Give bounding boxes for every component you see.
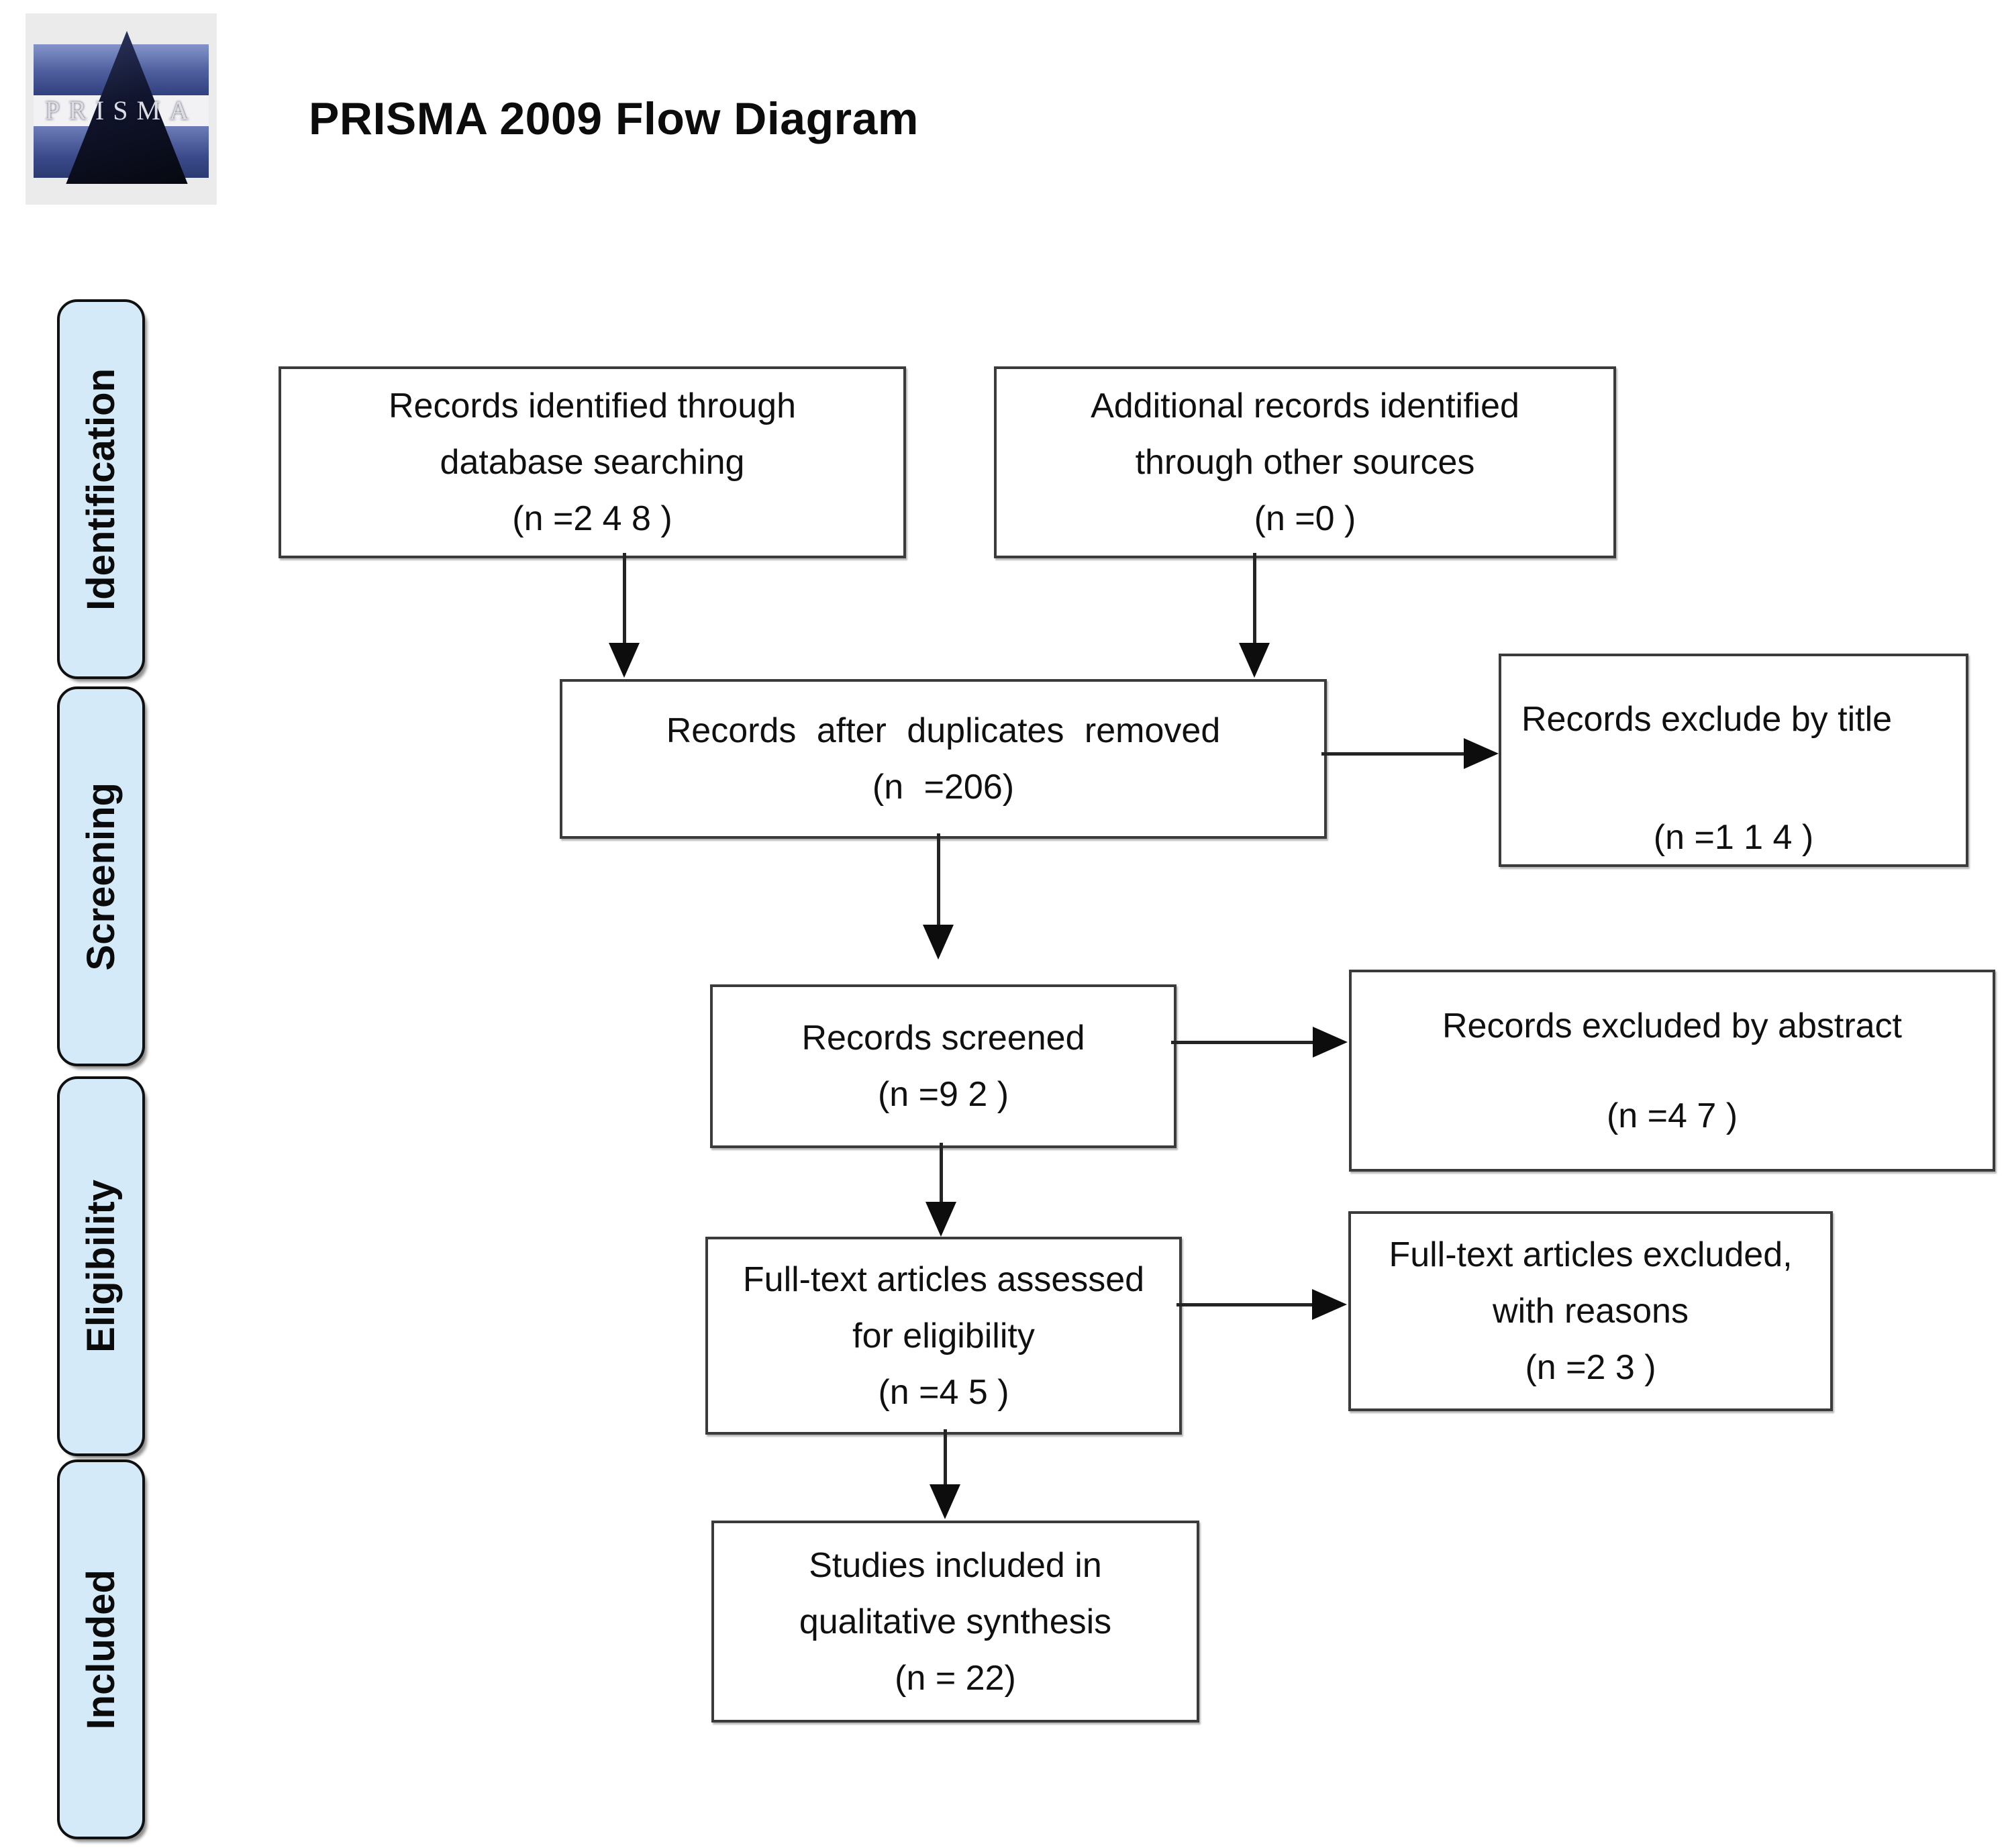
arrow-fulltext-to-studies-line xyxy=(944,1429,947,1486)
stage-eligibility: Eligibility xyxy=(57,1076,145,1456)
arrow-identified-to-duplicates-head xyxy=(609,643,640,678)
arrow-duplicates-to-title-line xyxy=(1321,752,1465,756)
box-records-screened: Records screened (n =9 2 ) xyxy=(710,984,1176,1148)
arrow-additional-to-duplicates-line xyxy=(1253,553,1256,644)
box-text-line: Studies included in xyxy=(809,1545,1102,1585)
box-count-line: (n =4 5 ) xyxy=(878,1372,1009,1412)
stage-label: Screening xyxy=(79,782,123,971)
page-title: PRISMA 2009 Flow Diagram xyxy=(309,93,919,144)
arrow-screened-to-fulltext-head xyxy=(925,1202,956,1237)
box-count-line: (n =2 4 8 ) xyxy=(512,499,672,538)
arrow-screened-to-abstract-head xyxy=(1313,1027,1348,1058)
box-text-line: Additional records identified xyxy=(1091,387,1519,425)
box-text-line: Records screened xyxy=(801,1019,1085,1058)
box-count-line: (n =2 3 ) xyxy=(1525,1348,1656,1387)
prisma-logo: PRISMA xyxy=(26,13,217,205)
arrow-identified-to-duplicates-line xyxy=(623,553,626,644)
box-fulltext-excluded: Full-text articles excluded, with reason… xyxy=(1348,1211,1833,1411)
box-count-line: (n =9 2 ) xyxy=(877,1075,1009,1114)
logo-wordmark: PRISMA xyxy=(45,95,197,125)
stage-identification: Identification xyxy=(57,299,145,679)
box-text-line: Records after duplicates removed xyxy=(666,711,1221,750)
box-text-line: for eligibility xyxy=(852,1316,1035,1355)
stage-label: Identification xyxy=(79,368,123,611)
box-text-line: through other sources xyxy=(1135,443,1475,482)
box-excluded-by-abstract: Records excluded by abstract (n =4 7 ) xyxy=(1349,970,1995,1172)
box-text-line: Full-text articles assessed xyxy=(742,1260,1145,1299)
arrow-duplicates-to-screened-head xyxy=(923,925,954,960)
arrow-additional-to-duplicates-head xyxy=(1239,643,1270,678)
arrow-fulltext-to-excluded-head xyxy=(1312,1289,1347,1320)
box-text-line: database searching xyxy=(440,443,745,482)
box-text-line: Full-text articles excluded, xyxy=(1389,1235,1793,1274)
arrow-screened-to-fulltext-line xyxy=(940,1143,943,1203)
stage-screening: Screening xyxy=(57,686,145,1066)
box-studies-included: Studies included in qualitative synthesi… xyxy=(711,1521,1199,1723)
stage-included: Included xyxy=(57,1459,145,1839)
box-text-line: Records identified through xyxy=(388,387,797,425)
arrow-fulltext-to-excluded-line xyxy=(1176,1303,1313,1306)
arrow-screened-to-abstract-line xyxy=(1171,1041,1314,1044)
box-count-line: (n =206) xyxy=(872,768,1015,807)
box-excluded-by-title: Records exclude by title (n =1 1 4 ) xyxy=(1499,654,1968,867)
box-count-line: (n =0 ) xyxy=(1254,499,1356,538)
stage-label: Eligibility xyxy=(79,1180,123,1353)
arrow-duplicates-to-screened-line xyxy=(937,833,940,926)
box-text-line: with reasons xyxy=(1493,1292,1689,1331)
arrow-duplicates-to-title-head xyxy=(1464,738,1499,769)
arrow-fulltext-to-studies-head xyxy=(930,1484,960,1519)
box-text-line: Records excluded by abstract xyxy=(1442,1006,1902,1045)
box-fulltext-assessed: Full-text articles assessed for eligibil… xyxy=(705,1237,1182,1435)
box-additional-records: Additional records identified through ot… xyxy=(994,366,1616,558)
box-text-line: qualitative synthesis xyxy=(799,1602,1112,1641)
box-count-line: (n =4 7 ) xyxy=(1606,1096,1738,1135)
box-count-line: (n = 22) xyxy=(895,1658,1016,1698)
stage-label: Included xyxy=(79,1569,123,1730)
box-duplicates-removed: Records after duplicates removed (n =206… xyxy=(560,679,1327,839)
box-records-identified: Records identified through database sear… xyxy=(279,366,906,558)
box-text-line: Records exclude by title xyxy=(1521,700,1893,739)
box-count-line: (n =1 1 4 ) xyxy=(1653,818,1814,857)
